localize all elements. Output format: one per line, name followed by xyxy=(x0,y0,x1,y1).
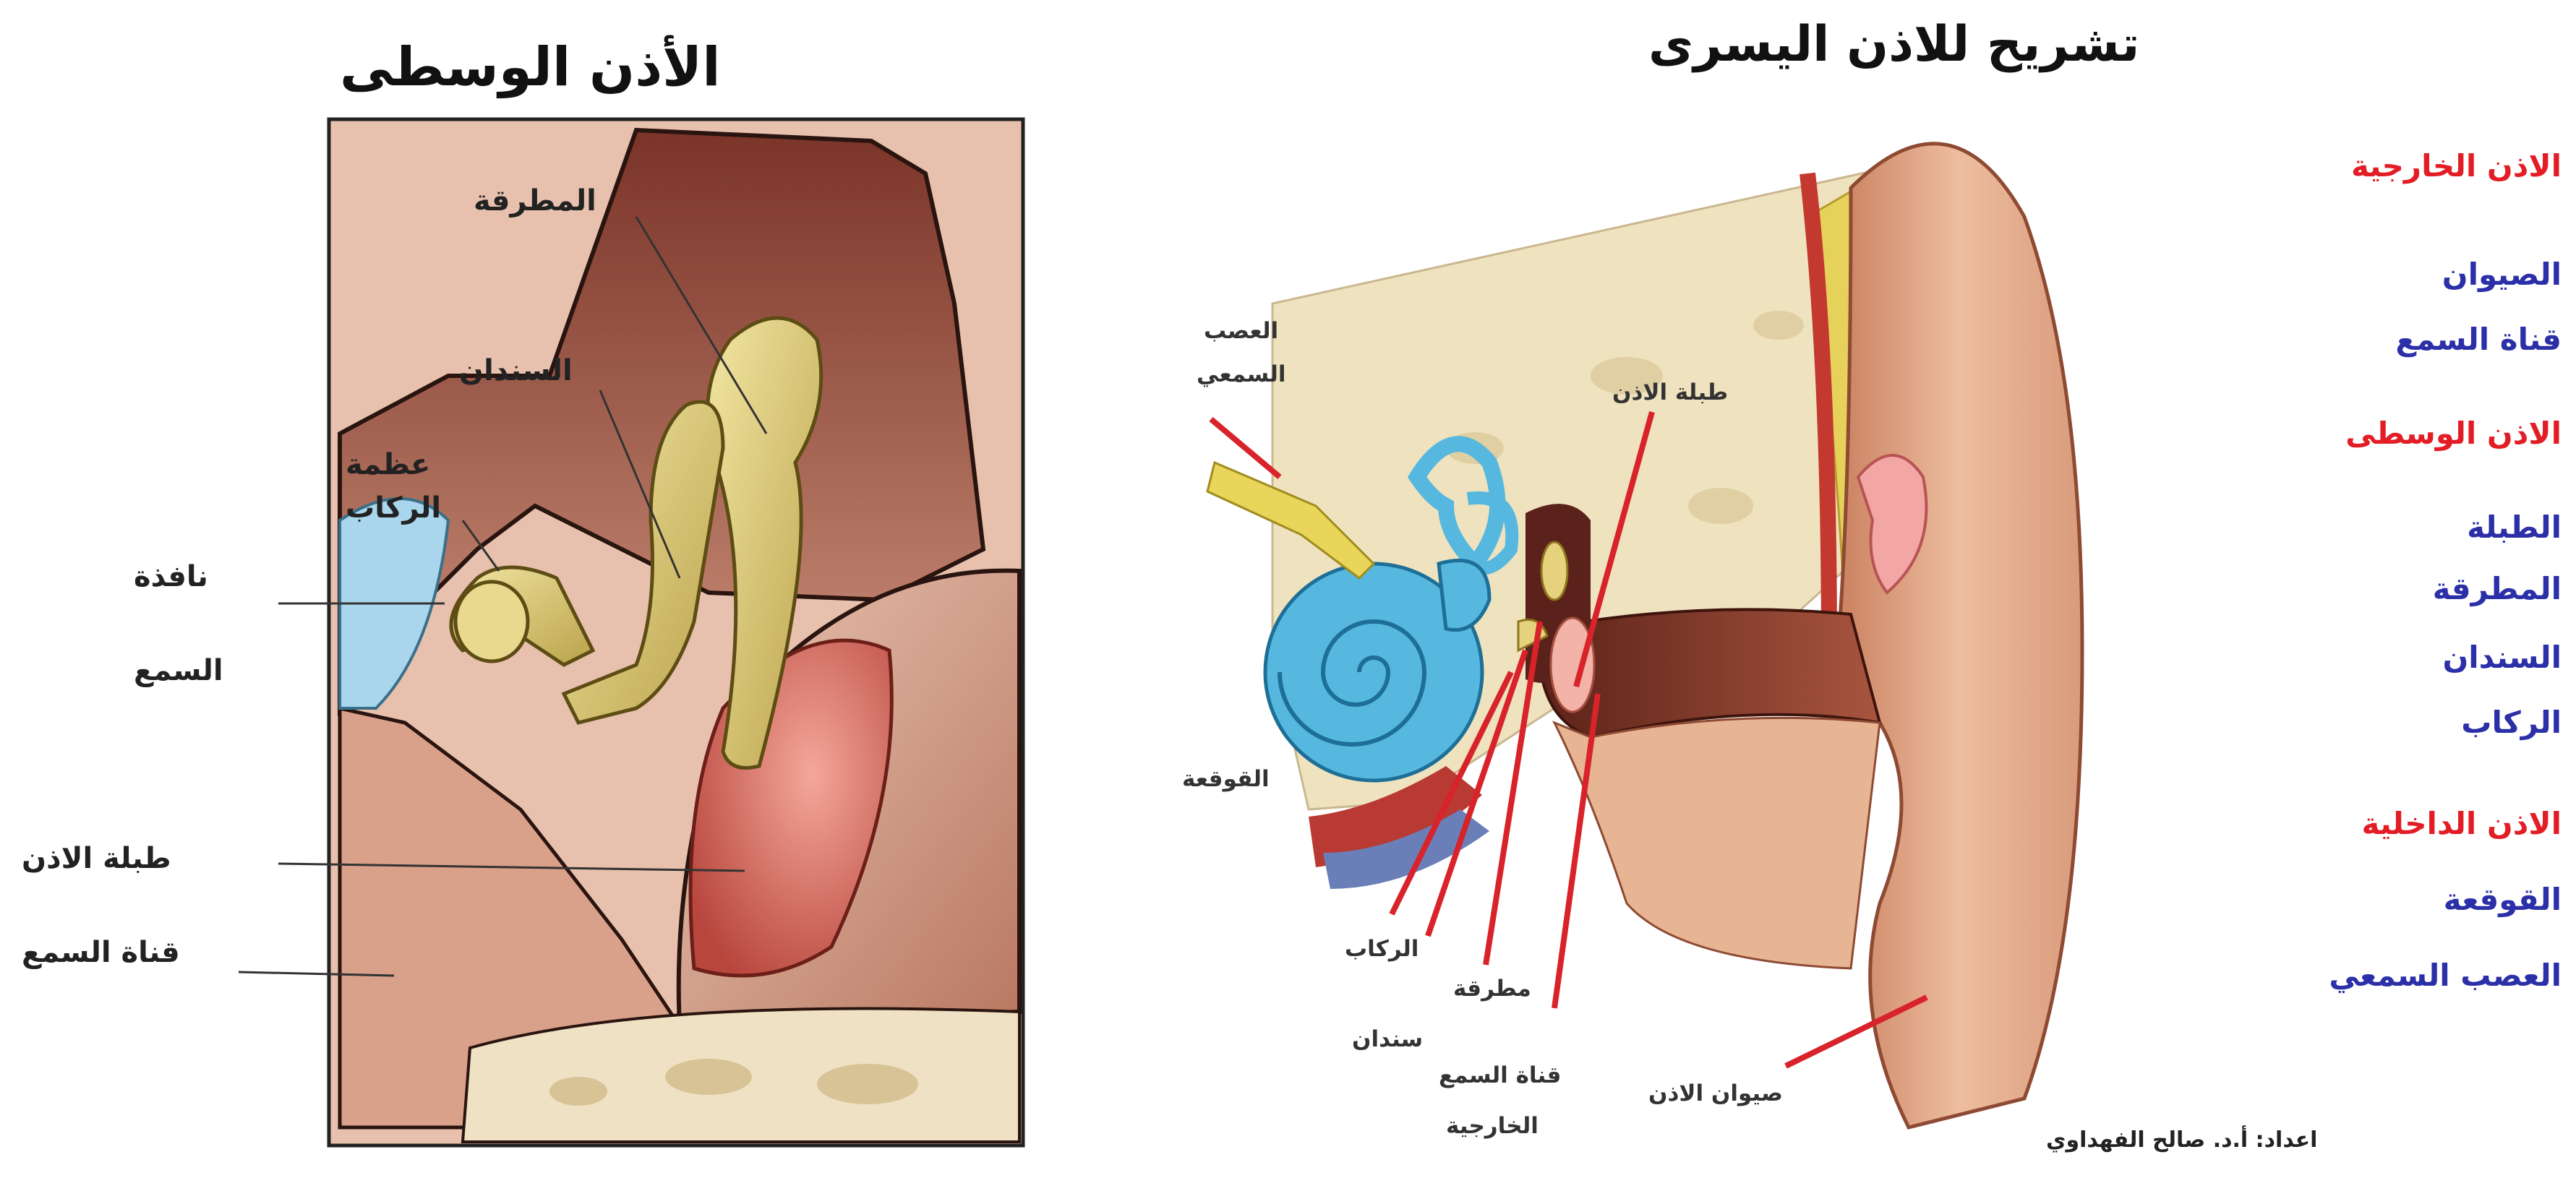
label-incus-right: سندان xyxy=(1352,1026,1423,1052)
legend-auricle: الصيوان xyxy=(2442,257,2562,292)
legend-stapes: الركاب xyxy=(2461,705,2562,740)
label-external-canal-2: الخارجية xyxy=(1446,1113,1539,1139)
legend-inner-ear: الاذن الداخلية xyxy=(2361,806,2562,841)
legend-outer-ear: الاذن الخارجية xyxy=(2351,148,2562,184)
legend-incus: السندان xyxy=(2442,640,2562,675)
auricle-shape xyxy=(1836,144,2082,1127)
legend-cochlea: القوقعة xyxy=(2444,882,2562,917)
label-auditory-nerve-1: العصب xyxy=(1204,318,1278,344)
legend-auditory-nerve: العصب السمعي xyxy=(2329,958,2562,993)
legend-middle-ear: الاذن الوسطى xyxy=(2345,416,2562,451)
label-cochlea-right: القوقعة xyxy=(1182,766,1270,792)
label-external-canal-1: قناة السمع xyxy=(1439,1062,1561,1088)
label-malleus-right: مطرقة xyxy=(1453,976,1531,1002)
legend-ear-canal: قناة السمع xyxy=(2395,322,2562,357)
label-eardrum-right: طبلة الاذن xyxy=(1612,379,1728,405)
label-auditory-nerve-2: السمعي xyxy=(1197,361,1285,387)
credit-text: اعداد: أ.د. صالح الفهداوي xyxy=(2046,1127,2317,1153)
legend-eardrum: الطبلة xyxy=(2467,510,2562,545)
legend-malleus: المطرقة xyxy=(2433,571,2562,606)
label-stapes-right: الركاب xyxy=(1345,936,1418,962)
label-auricle-right: صيوان الاذن xyxy=(1648,1080,1783,1106)
